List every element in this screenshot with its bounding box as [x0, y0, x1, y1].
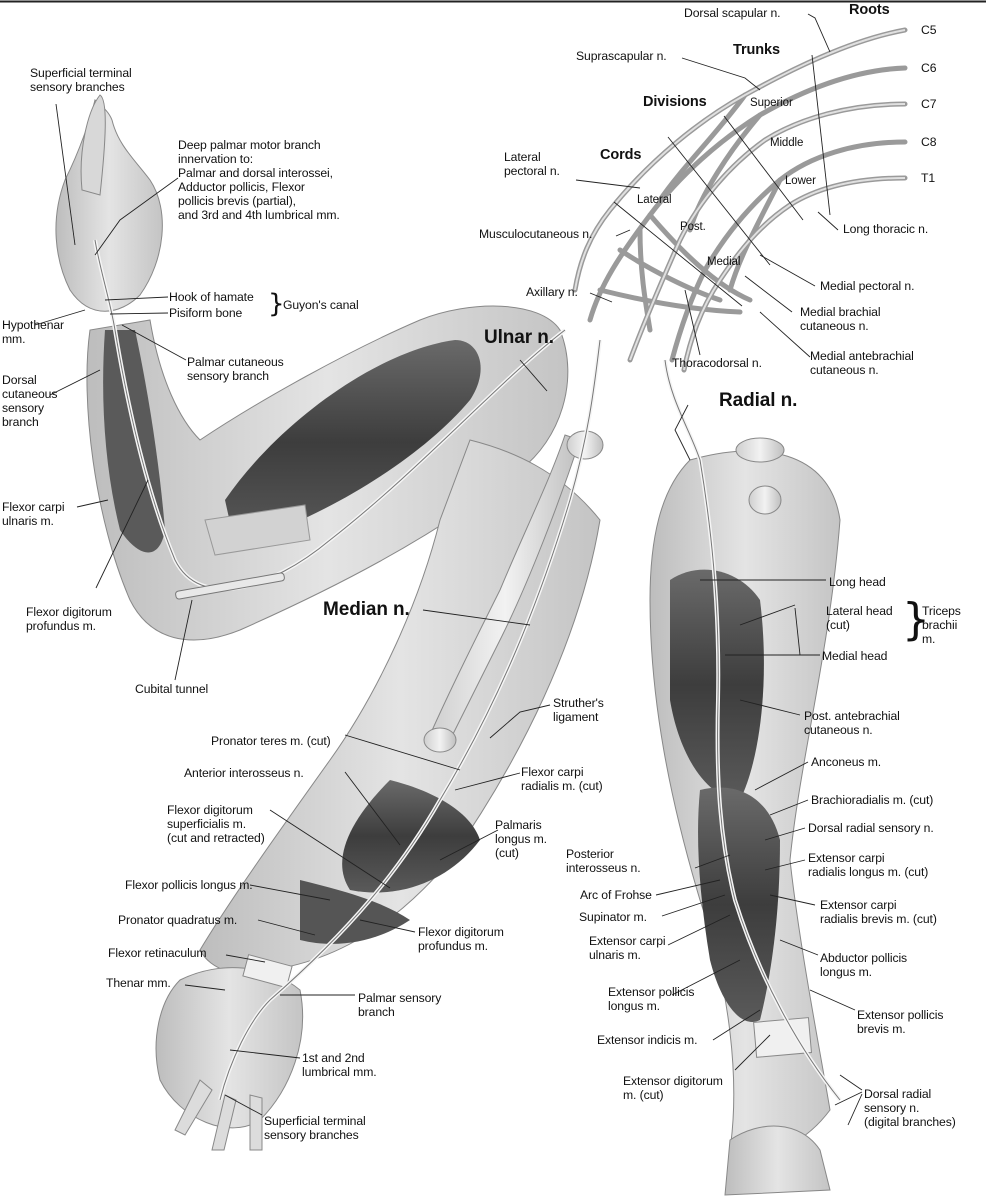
- long-head-label: Long head: [829, 575, 886, 589]
- radial-arm: [649, 359, 842, 1196]
- root-c7: C7: [921, 97, 937, 111]
- cords-header: Cords: [600, 147, 642, 163]
- brachioradialis-label: Brachioradialis m. (cut): [811, 793, 934, 807]
- medial-brachial-cutaneous-label: Medial brachial cutaneous n.: [800, 305, 881, 333]
- cubital-tunnel-label: Cubital tunnel: [135, 682, 209, 696]
- suprascapular-nerve-label: Suprascapular n.: [576, 49, 667, 63]
- trunk-superior: Superior: [750, 97, 793, 109]
- median-superficial-terminal-label: Superficial terminal sensory branches: [264, 1114, 366, 1142]
- lumbrical-label: 1st and 2nd lumbrical mm.: [302, 1051, 377, 1079]
- guyons-canal-brace: }: [268, 289, 285, 319]
- cord-post: Post.: [680, 221, 706, 233]
- leader-lines: [34, 13, 863, 1126]
- trunks-header: Trunks: [733, 42, 780, 58]
- digital-branches-label: Dorsal radial sensory n. (digital branch…: [864, 1087, 956, 1129]
- long-thoracic-nerve-label: Long thoracic n.: [843, 222, 929, 236]
- anconeus-label: Anconeus m.: [811, 755, 882, 769]
- ecrb-label: Extensor carpi radialis brevis m. (cut): [820, 898, 937, 926]
- cord-medial: Medial: [707, 256, 741, 268]
- musculocutaneous-nerve-label: Musculocutaneous n.: [479, 227, 593, 241]
- deep-palmar-motor-branch-label: Deep palmar motor branch innervation to:…: [178, 138, 340, 222]
- pronator-quadratus-label: Pronator quadratus m.: [118, 913, 238, 927]
- guyons-canal-label: Guyon's canal: [283, 298, 359, 312]
- anterior-interosseus-label: Anterior interosseus n.: [184, 766, 304, 780]
- median-fdp-label: Flexor digitorum profundus m.: [418, 925, 504, 953]
- palmar-cutaneous-branch-label: Palmar cutaneous sensory branch: [187, 355, 284, 383]
- root-c6: C6: [921, 61, 937, 75]
- medial-antebrachial-cutaneous-label: Medial antebrachial cutaneous n.: [810, 349, 914, 377]
- flexor-retinaculum-label: Flexor retinaculum: [108, 946, 207, 960]
- trunk-middle: Middle: [770, 137, 804, 149]
- arc-of-frohse-label: Arc of Frohse: [580, 888, 652, 902]
- post-antebrachial-cutaneous-label: Post. antebrachial cutaneous n.: [804, 709, 900, 737]
- flexor-digitorum-profundus-label: Flexor digitorum profundus m.: [26, 605, 112, 633]
- dorsal-scapular-nerve-label: Dorsal scapular n.: [684, 6, 781, 20]
- posterior-interosseus-label: Posterior interosseus n.: [566, 847, 641, 875]
- dorsal-cutaneous-branch-label: Dorsal cutaneous sensory branch: [2, 373, 58, 429]
- radial-nerve-title: Radial n.: [719, 390, 798, 411]
- roots-header: Roots: [849, 2, 890, 18]
- thoracodorsal-nerve-label: Thoracodorsal n.: [672, 356, 762, 370]
- medial-head-label: Medial head: [822, 649, 888, 663]
- root-c8: C8: [921, 135, 937, 149]
- palmaris-longus-label: Palmaris longus m. (cut): [495, 818, 547, 860]
- extensor-indicis-label: Extensor indicis m.: [597, 1033, 698, 1047]
- ecrl-label: Extensor carpi radialis longus m. (cut): [808, 851, 929, 879]
- pronator-teres-label: Pronator teres m. (cut): [211, 734, 331, 748]
- median-nerve-title: Median n.: [323, 599, 410, 620]
- root-t1: T1: [921, 171, 936, 185]
- flexor-carpi-ulnaris-label: Flexor carpi ulnaris m.: [2, 500, 65, 528]
- dorsal-radial-sensory-label: Dorsal radial sensory n.: [808, 821, 934, 835]
- ulnar-nerve-title: Ulnar n.: [484, 327, 554, 348]
- ulnar-arm: [55, 94, 569, 641]
- axillary-nerve-label: Axillary n.: [526, 285, 578, 299]
- hypothenar-label: Hypothenar mm.: [2, 318, 65, 346]
- struthers-ligament-label: Struther's ligament: [553, 696, 604, 724]
- epb-label: Extensor pollicis brevis m.: [857, 1008, 944, 1036]
- epl-label: Extensor pollicis longus m.: [608, 985, 695, 1013]
- flexor-pollicis-longus-label: Flexor pollicis longus m.: [125, 878, 253, 892]
- trunk-lower: Lower: [785, 175, 816, 187]
- divisions-header: Divisions: [643, 94, 707, 110]
- thenar-label: Thenar mm.: [106, 976, 171, 990]
- edc-label: Extensor digitorum m. (cut): [623, 1074, 723, 1102]
- apl-label: Abductor pollicis longus m.: [820, 951, 908, 979]
- root-c5: C5: [921, 23, 937, 37]
- flexor-carpi-radialis-label: Flexor carpi radialis m. (cut): [521, 765, 603, 793]
- pisiform-bone-label: Pisiform bone: [169, 306, 243, 320]
- flexor-digitorum-superficialis-label: Flexor digitorum superficialis m. (cut a…: [167, 803, 265, 845]
- lateral-pectoral-nerve-label: Lateral pectoral n.: [504, 150, 560, 178]
- lateral-head-label: Lateral head (cut): [826, 604, 893, 632]
- hook-of-hamate-label: Hook of hamate: [169, 290, 254, 304]
- supinator-label: Supinator m.: [579, 910, 647, 924]
- triceps-brachii-label: Triceps brachii m.: [922, 604, 961, 646]
- triceps-brace: }: [902, 594, 930, 645]
- median-arm: [155, 339, 604, 1151]
- ecu-label: Extensor carpi ulnaris m.: [589, 934, 666, 962]
- ulnar-superficial-terminal-label: Superficial terminal sensory branches: [30, 66, 132, 94]
- palmar-sensory-branch-label: Palmar sensory branch: [358, 991, 442, 1019]
- medial-pectoral-nerve-label: Medial pectoral n.: [820, 279, 915, 293]
- cord-lateral: Lateral: [637, 194, 672, 206]
